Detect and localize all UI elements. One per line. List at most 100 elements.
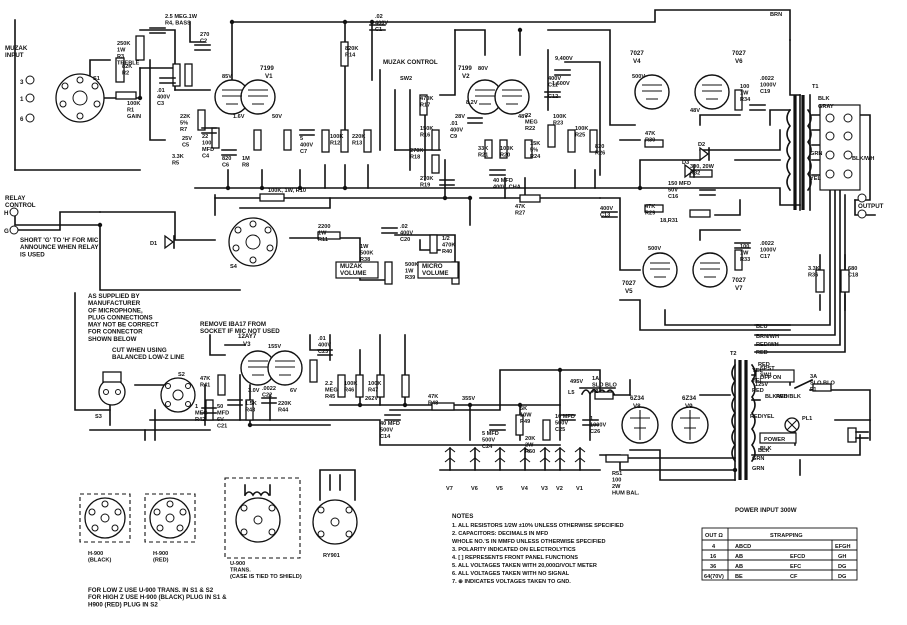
red-blk-label: RED/BLK xyxy=(776,394,801,400)
tube-v1-ref: V1 xyxy=(265,73,273,80)
label-s4: S4 xyxy=(230,264,238,270)
wire-color-label: YEL xyxy=(810,176,821,182)
diode-d2 xyxy=(699,146,710,162)
label-l5: L5 xyxy=(568,390,575,396)
note-item: 4. [ ] REPRESENTS FRONT PANEL FUNCTIONS xyxy=(452,555,578,561)
muzak-volume-box xyxy=(335,261,379,279)
tube-v3-label: 12AY7 xyxy=(238,333,257,340)
wire-color-label: RED xyxy=(756,350,768,356)
tube-v7-label: 7027 xyxy=(732,277,746,284)
wire-color-label: BLK/WH xyxy=(852,156,874,162)
tube-v5-label: 7027 xyxy=(622,280,636,287)
voltage-label: 355V xyxy=(462,396,475,402)
red-label: RED xyxy=(758,362,770,368)
strapping-cell: DG xyxy=(838,564,846,570)
strapping-cell: GH xyxy=(838,554,846,560)
label-d1: D1 xyxy=(150,241,157,247)
heater-v4-label: V4 xyxy=(521,486,529,492)
tubes xyxy=(214,74,730,444)
plug-h900-red-label: H-900(RED) xyxy=(153,551,169,563)
micro-volume-box xyxy=(417,261,459,279)
tube-v4-ref: V4 xyxy=(633,58,641,65)
strapping-cell: AB xyxy=(735,554,743,560)
label-c12: C12 xyxy=(548,94,558,100)
wire-color-label: RED xyxy=(752,388,764,394)
strapping-cell: DG xyxy=(838,574,846,580)
wiring-top xyxy=(14,9,876,353)
transformers xyxy=(579,95,867,463)
note-item: 5. ALL VOLTAGES TAKEN WITH 20,000Ω/VOLT … xyxy=(452,563,597,569)
wire-color-label: GRN xyxy=(752,466,764,472)
relay-jack-g xyxy=(9,225,19,235)
relay-pin-h: H xyxy=(4,210,9,217)
voltage-label: 500V xyxy=(632,74,645,80)
heater-v7-label: V7 xyxy=(446,486,453,492)
tube-v1-label: 7199 xyxy=(260,65,274,72)
note-item: 7. ⊕ INDICATES VOLTAGES TAKEN TO GND. xyxy=(452,579,571,585)
wire-color-label: BLU xyxy=(756,324,768,330)
heater-v3-label: V3 xyxy=(541,486,548,492)
tube-v3b xyxy=(267,350,303,386)
note-item: 1. ALL RESISTORS 1/2W ±10% UNLESS OTHERW… xyxy=(452,523,624,529)
wire-color-label: GRAY xyxy=(818,104,834,110)
heater-v1-label: V1 xyxy=(576,486,583,492)
diodes xyxy=(164,146,710,250)
label-d2: D2 xyxy=(698,142,705,148)
power-plug xyxy=(847,427,857,443)
tube-v2-label: 7199 xyxy=(458,65,472,72)
label-r31: 18,R31 xyxy=(660,218,678,224)
socket-s3 xyxy=(98,378,126,406)
strapping-header-strapping: STRAPPING xyxy=(770,533,803,539)
strapping-cell: 64(70V) xyxy=(704,574,724,580)
wire-color-label: BRN xyxy=(770,12,782,18)
blk-label: BLK xyxy=(758,448,770,454)
strapping-header-out: OUT Ω xyxy=(705,533,723,539)
wire-color-label: BLK/WH xyxy=(765,394,787,400)
heater-v2-label: V2 xyxy=(556,486,563,492)
notes-title: NOTES xyxy=(452,513,473,520)
diode-d3 xyxy=(684,163,695,179)
sockets xyxy=(9,73,278,413)
wire-color-label: YEL xyxy=(752,378,763,384)
